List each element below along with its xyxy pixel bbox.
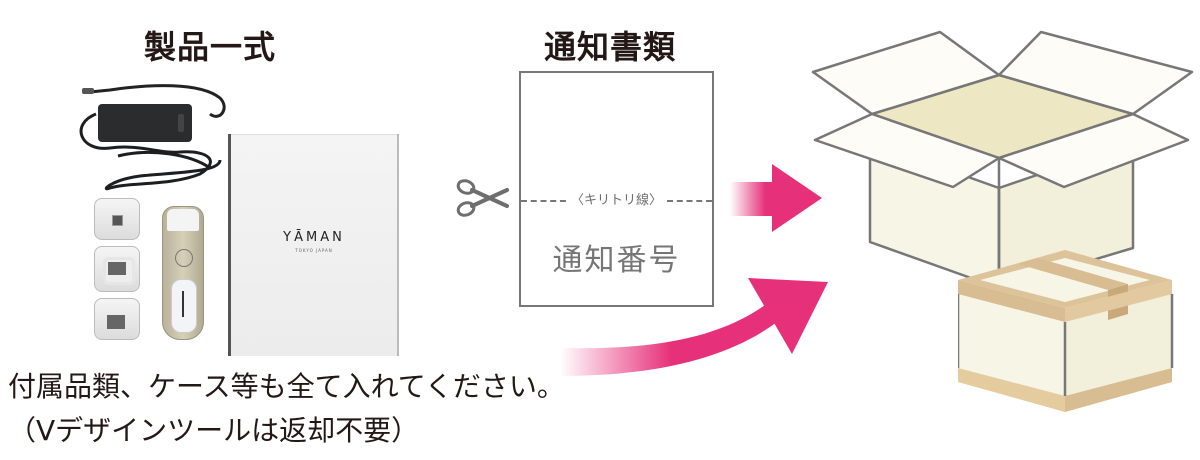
instruction-line-1: 付属品類、ケース等も全て入れてください。 <box>8 370 565 403</box>
arrows <box>560 164 828 376</box>
open-cardboard-box-icon <box>811 30 1194 290</box>
head-attachment-2 <box>94 246 140 292</box>
brand-sub: TOKYO JAPAN <box>295 248 333 253</box>
notice-number-label: 通知番号 <box>552 243 681 278</box>
cut-line-label: 〈キリトリ線〉 <box>568 193 664 208</box>
arrow-right-icon <box>730 164 822 232</box>
ac-adapter-icon <box>79 84 226 191</box>
products-heading: 製品一式 <box>144 28 277 66</box>
head-attachment-3 <box>94 298 140 340</box>
scissors-icon <box>456 179 509 217</box>
product-set-illustration <box>60 80 390 360</box>
documents-heading: 通知書類 <box>544 28 677 66</box>
product-box: YĀMAN TOKYO JAPAN <box>228 134 399 356</box>
instruction-line-2: （Vデザインツールは返却不要） <box>8 414 420 447</box>
curved-arrow-icon <box>560 278 828 376</box>
brand-logo: YĀMAN <box>283 230 345 245</box>
sealed-cardboard-box-icon <box>958 250 1174 412</box>
notice-document: 〈キリトリ線〉 通知番号 <box>519 71 714 307</box>
main-device <box>162 206 204 340</box>
head-attachment-1 <box>94 198 140 240</box>
